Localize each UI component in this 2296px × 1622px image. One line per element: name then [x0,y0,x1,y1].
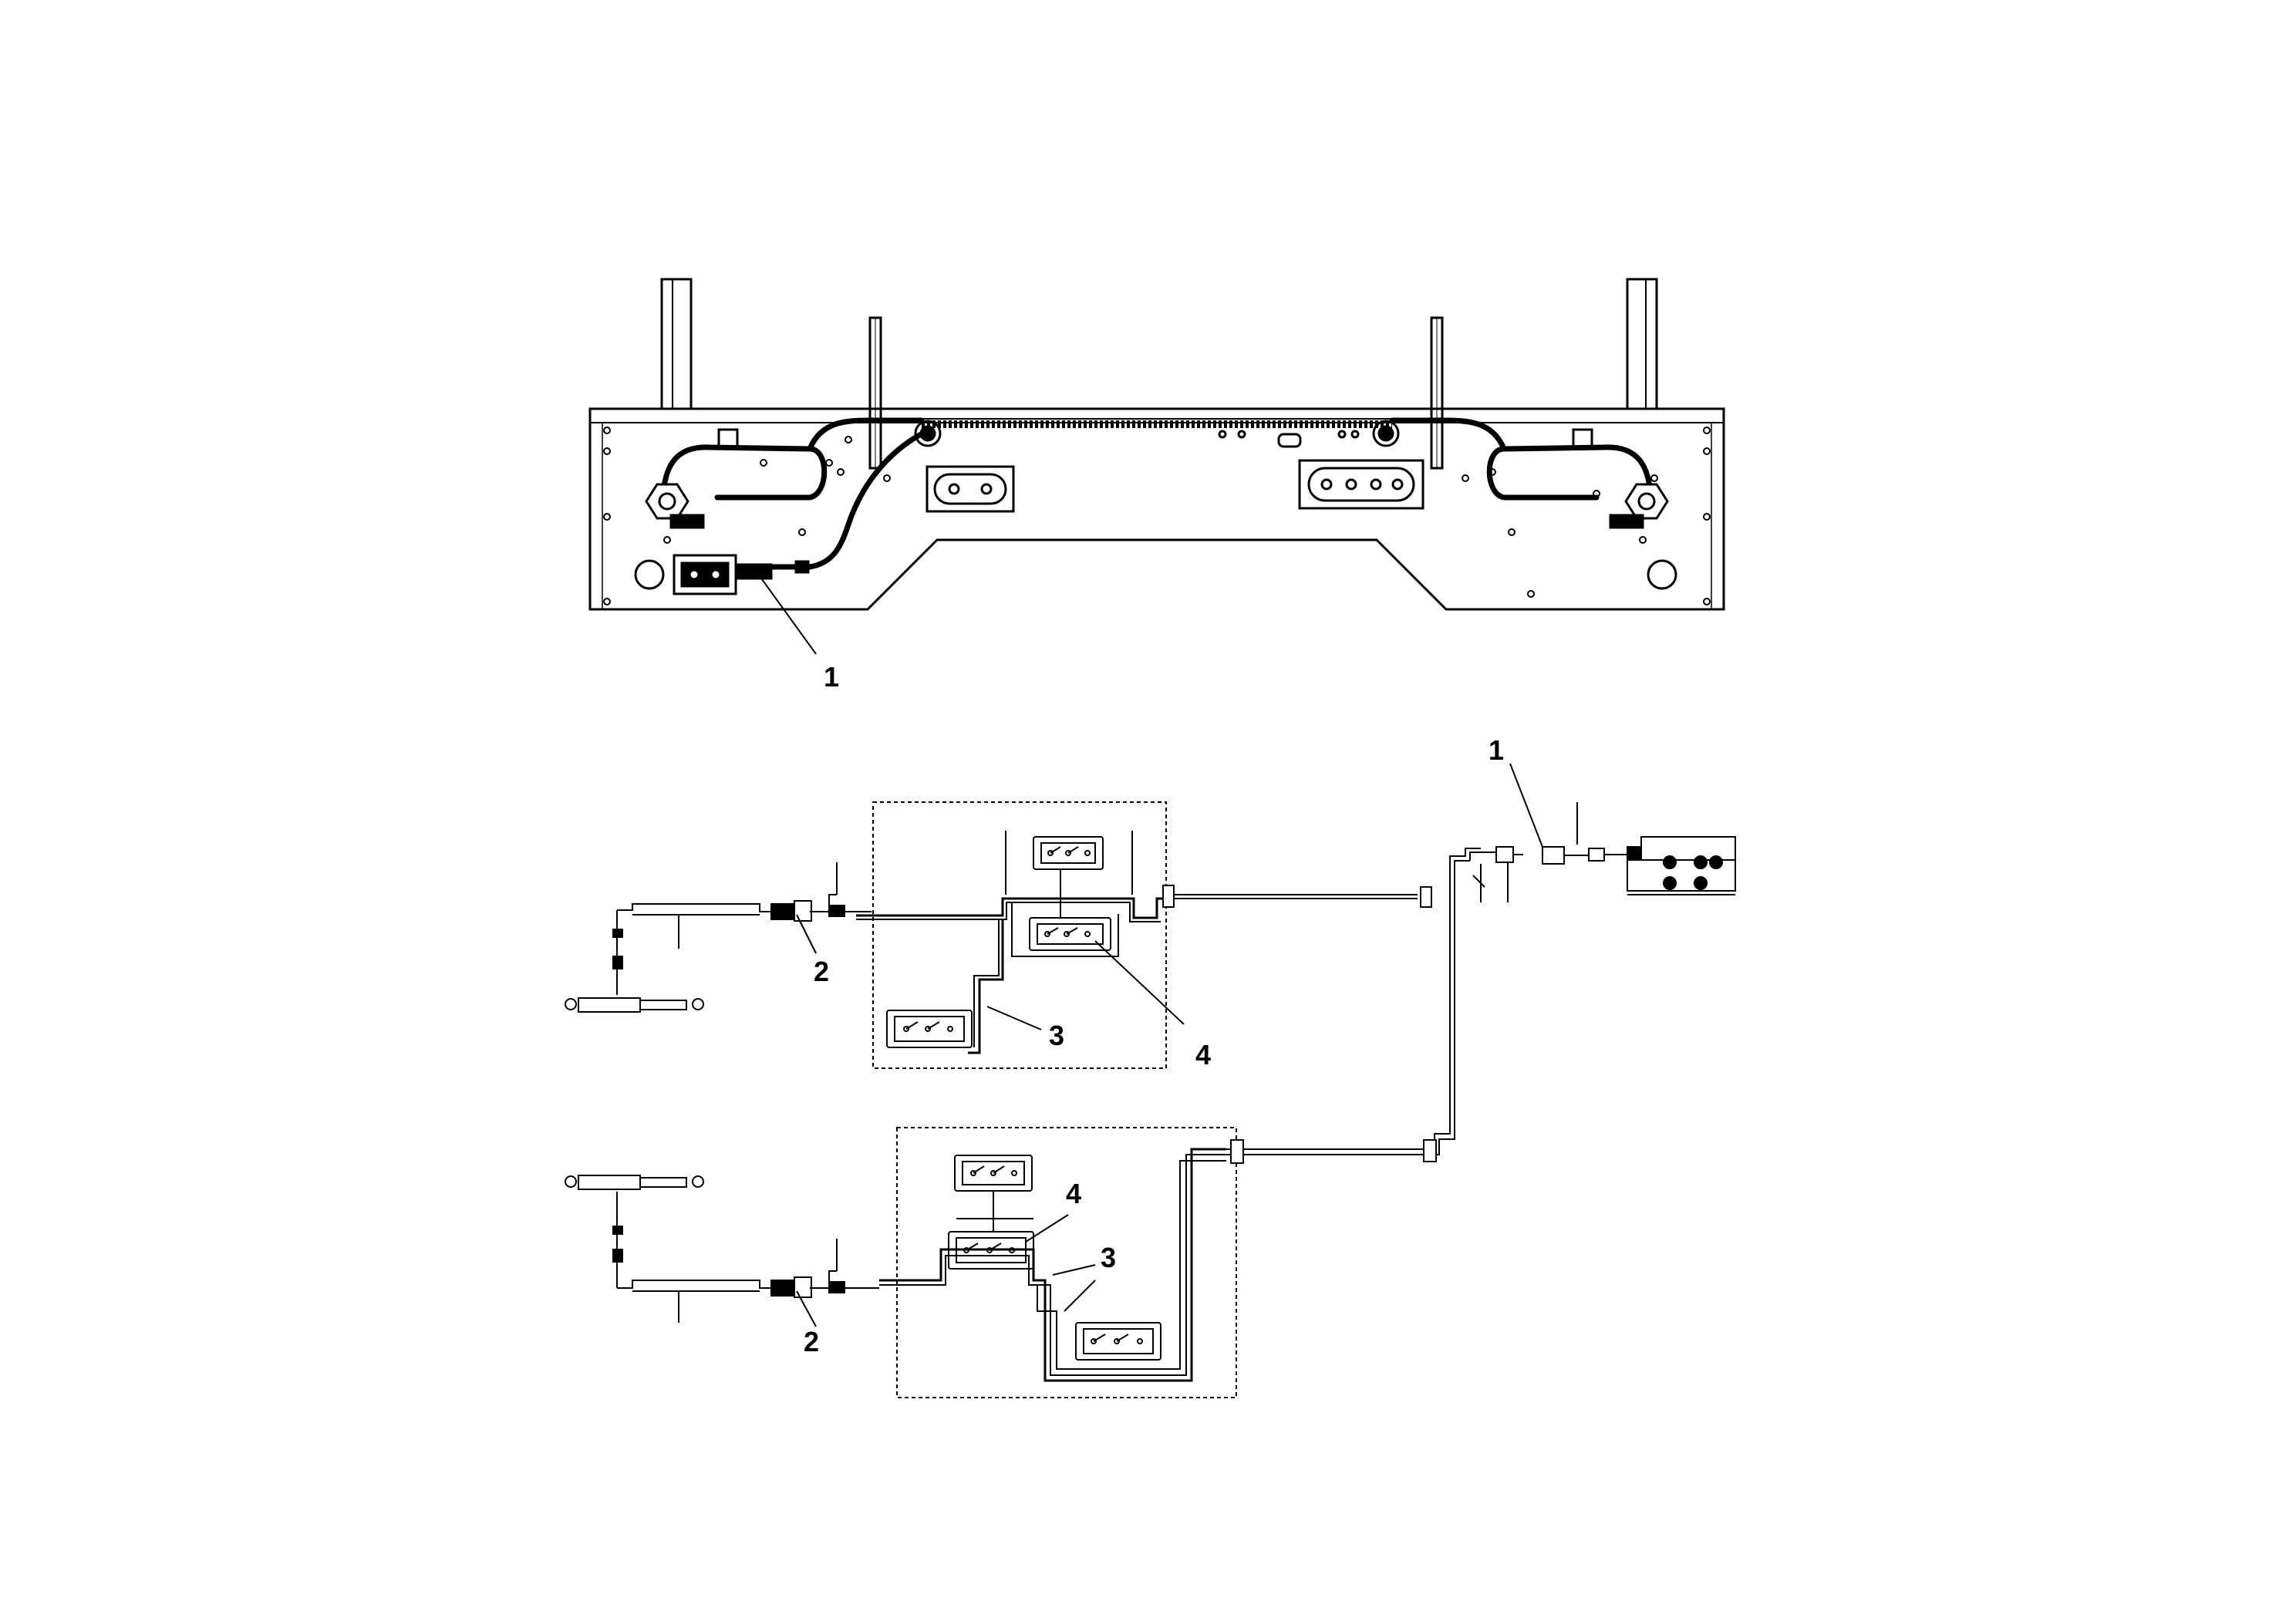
main-harness [1162,846,1523,1164]
connector-block [673,554,810,595]
socket-plate-4-hole [1298,459,1424,510]
grommet-left [914,420,942,447]
frame-posts [660,278,1658,470]
frame-harness [660,417,1654,570]
upper-box-content [856,831,1166,1054]
callout-label: 3 [1101,1242,1116,1273]
control-panel-box-lower [896,1127,1237,1398]
access-hole-right [1647,559,1677,590]
valve-block [1542,802,1736,895]
frame-assembly [588,278,1725,611]
frame-plate [588,407,1725,611]
control-panel-box-upper [872,801,1167,1069]
callout-label: 4 [1066,1178,1081,1209]
access-hole-left [634,559,665,590]
socket-plate-2-hole [925,465,1015,513]
callout-label: 4 [1195,1039,1211,1071]
cylinder-upper [565,862,872,1013]
leader-line-1-top [755,570,817,655]
callout-label: 2 [804,1326,819,1357]
leader-lines [796,763,1543,1327]
callout-label: 1 [1489,734,1504,766]
cylinder-fitting-left [645,483,705,529]
callout-label: 3 [1049,1020,1064,1051]
cylinder-lower [565,1175,879,1323]
lower-box-content [879,1148,1226,1382]
grommet-right [1372,420,1400,447]
callout-label: 1 [824,661,839,693]
cylinder-fitting-right [1609,483,1669,529]
callout-label: 2 [814,956,829,987]
switch-upper [1029,917,1111,951]
